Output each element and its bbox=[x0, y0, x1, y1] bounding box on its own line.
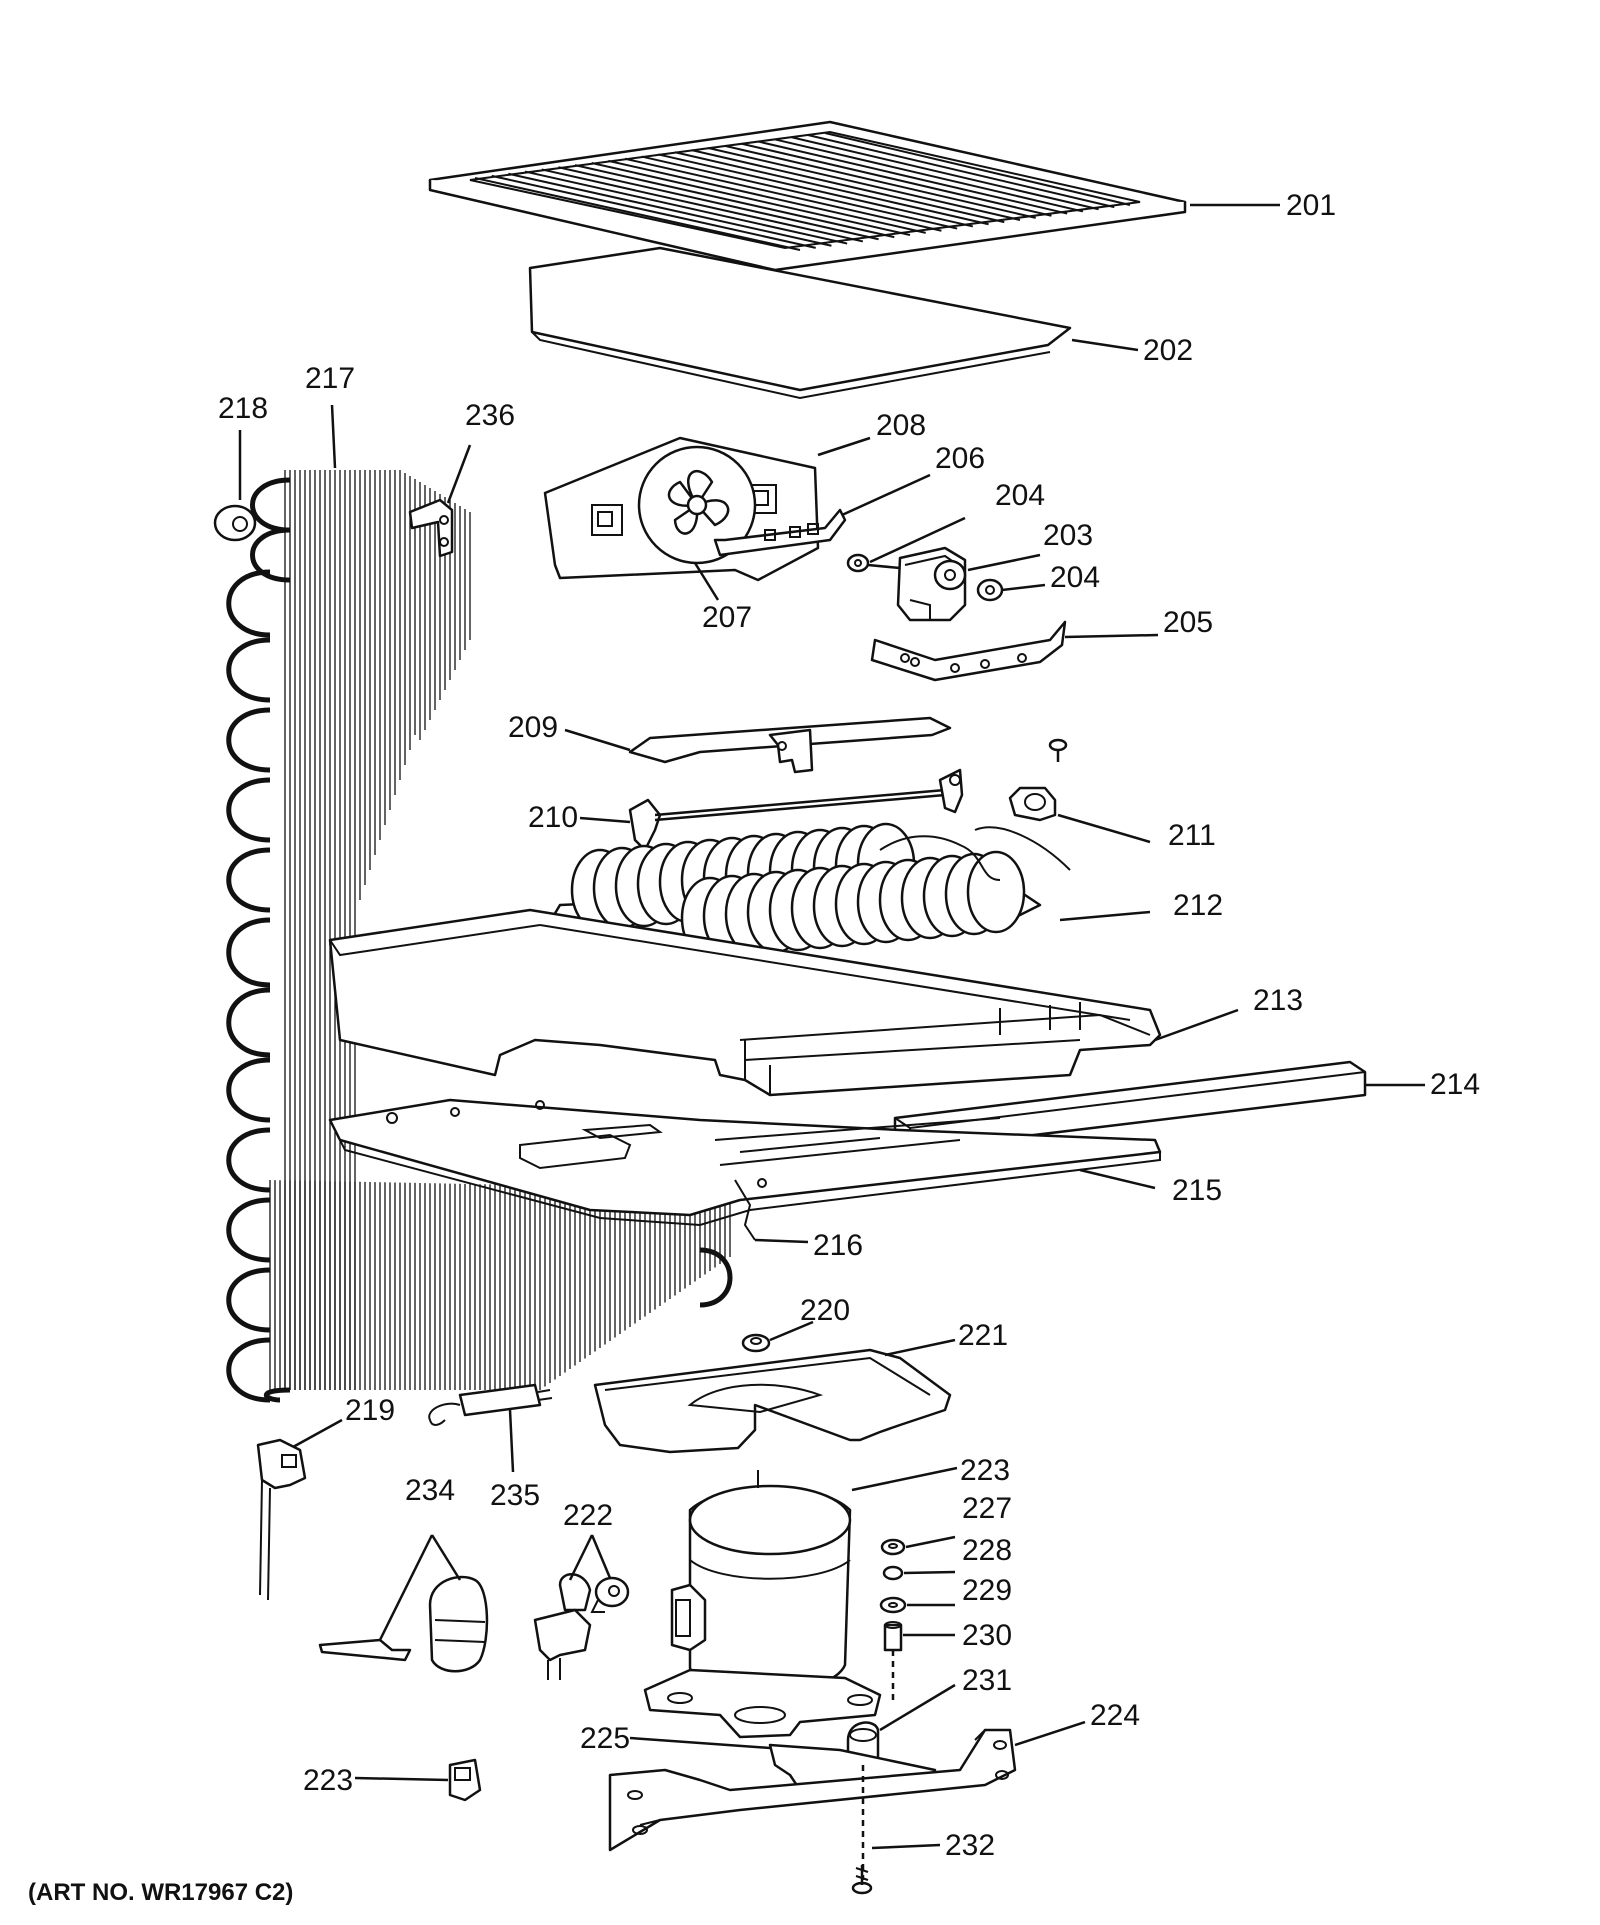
part-labels: 201 202 203 204 204 205 206 207 208 209 … bbox=[218, 189, 1480, 1862]
grommet-218 bbox=[213, 504, 257, 542]
label-203: 203 bbox=[1043, 519, 1093, 552]
shelf-201 bbox=[428, 120, 1187, 272]
label-214: 214 bbox=[1430, 1068, 1480, 1101]
label-205: 205 bbox=[1163, 606, 1213, 639]
label-231: 231 bbox=[962, 1664, 1012, 1697]
label-207: 207 bbox=[702, 601, 752, 634]
dryer-235 bbox=[428, 1383, 553, 1426]
washer-228 bbox=[882, 1565, 904, 1581]
label-204-a: 204 bbox=[995, 479, 1045, 512]
base-pan-215 bbox=[328, 1098, 1162, 1227]
power-cord-219 bbox=[256, 1438, 307, 1601]
label-212: 212 bbox=[1173, 889, 1223, 922]
cover-panel-202 bbox=[528, 246, 1072, 400]
label-216: 216 bbox=[813, 1229, 863, 1262]
label-224: 224 bbox=[1090, 1699, 1140, 1732]
relay-234 bbox=[318, 1575, 489, 1673]
label-201: 201 bbox=[1286, 189, 1336, 222]
label-215: 215 bbox=[1172, 1174, 1222, 1207]
leader-lines bbox=[238, 203, 1425, 1850]
label-208: 208 bbox=[876, 409, 926, 442]
nut-227 bbox=[880, 1538, 906, 1556]
heater-rod-210 bbox=[628, 768, 964, 852]
motor-bracket-205 bbox=[870, 620, 1067, 682]
label-227: 227 bbox=[962, 1492, 1012, 1525]
label-213: 213 bbox=[1253, 984, 1303, 1017]
compressor-223 bbox=[643, 1470, 882, 1739]
label-223-b: 223 bbox=[303, 1764, 353, 1797]
label-202: 202 bbox=[1143, 334, 1193, 367]
clip-216 bbox=[734, 1179, 756, 1241]
label-219: 219 bbox=[345, 1394, 395, 1427]
label-228: 228 bbox=[962, 1534, 1012, 1567]
label-204-b: 204 bbox=[1050, 561, 1100, 594]
label-235: 235 bbox=[490, 1479, 540, 1512]
label-211: 211 bbox=[1168, 819, 1216, 852]
capacitor-223 bbox=[448, 1758, 482, 1802]
grommet-204-b bbox=[976, 578, 1004, 602]
label-230: 230 bbox=[962, 1619, 1012, 1652]
bracket-209 bbox=[628, 716, 952, 774]
evaporator-housing-213 bbox=[328, 908, 1162, 1097]
drain-pan-221 bbox=[593, 1348, 952, 1454]
label-225: 225 bbox=[580, 1722, 630, 1755]
defrost-thermostat-211 bbox=[1008, 786, 1057, 822]
label-222: 222 bbox=[563, 1499, 613, 1532]
label-217: 217 bbox=[305, 362, 355, 395]
label-220: 220 bbox=[800, 1294, 850, 1327]
label-221: 221 bbox=[958, 1319, 1008, 1352]
label-229: 229 bbox=[962, 1574, 1012, 1607]
label-236: 236 bbox=[465, 399, 515, 432]
washer-229 bbox=[879, 1596, 907, 1614]
art-number: (ART NO. WR17967 C2) bbox=[28, 1879, 293, 1906]
bolt-232 bbox=[851, 1865, 873, 1895]
label-206: 206 bbox=[935, 442, 985, 475]
fan-blade-207 bbox=[637, 445, 757, 565]
base-rail-224 bbox=[608, 1728, 1017, 1852]
label-218: 218 bbox=[218, 392, 268, 425]
fan-motor-203 bbox=[896, 546, 967, 622]
sleeve-230 bbox=[883, 1621, 903, 1652]
label-210: 210 bbox=[528, 801, 578, 834]
label-234: 234 bbox=[405, 1474, 455, 1507]
relay-222 bbox=[533, 1573, 630, 1680]
clip-236 bbox=[408, 498, 454, 558]
label-209: 209 bbox=[508, 711, 558, 744]
screw-211 bbox=[1048, 738, 1068, 762]
label-223-a: 223 bbox=[960, 1454, 1010, 1487]
label-232: 232 bbox=[945, 1829, 995, 1862]
grommet-204-a bbox=[846, 553, 901, 573]
nut-220 bbox=[741, 1333, 771, 1353]
